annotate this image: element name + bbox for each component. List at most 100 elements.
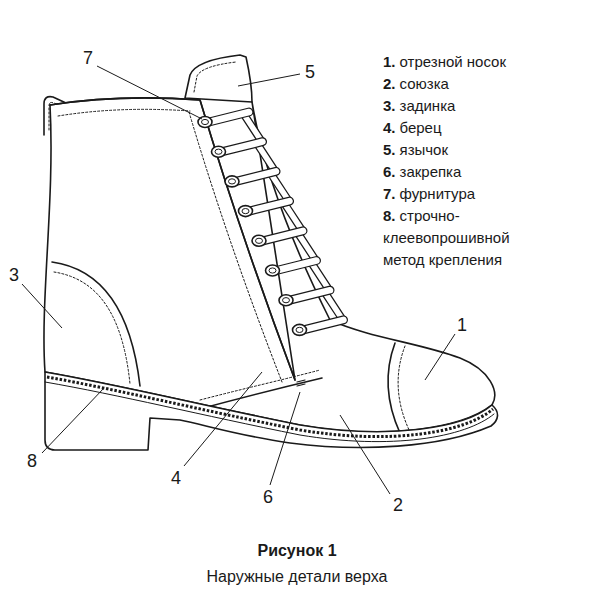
eyelet <box>252 235 266 246</box>
lace-cross <box>313 265 329 289</box>
parts-list-row: 8.строчно-клеевопрошивной метод креплени… <box>383 205 555 271</box>
lace-cross <box>272 175 288 199</box>
quarter-edge <box>50 98 295 380</box>
lace <box>250 201 290 211</box>
lace-cross <box>245 116 261 140</box>
part-name: союзка <box>400 75 449 92</box>
lace-cross <box>286 205 302 229</box>
callout-number: 1 <box>457 316 467 334</box>
lace <box>209 112 249 122</box>
parts-list-row: 6.закрепка <box>383 161 461 183</box>
figure-title: Рисунок 1 <box>0 542 594 560</box>
eyelet-hole <box>256 238 263 243</box>
part-name: отрезной носок <box>400 53 507 70</box>
callout-number: 5 <box>305 63 315 81</box>
toe-cap-seam <box>388 343 400 433</box>
leader-line <box>238 74 300 86</box>
lace <box>277 261 317 271</box>
leader-line <box>340 415 390 494</box>
parts-list-row: 4.берец <box>383 117 442 139</box>
eyelet-hole <box>202 119 209 124</box>
lace <box>236 171 276 181</box>
lace <box>263 231 303 241</box>
part-name: язычок <box>400 141 449 158</box>
laces <box>198 112 344 335</box>
item-number: 7. <box>383 185 396 202</box>
counter-stitch <box>54 272 130 384</box>
eyelet <box>266 265 280 276</box>
lace-cross <box>299 235 315 259</box>
tongue <box>185 55 252 102</box>
callout-number: 4 <box>171 469 181 487</box>
bar-tack <box>297 380 305 386</box>
lace-cross <box>326 294 342 318</box>
part-name: фурнитура <box>400 185 476 202</box>
eyelet <box>212 146 226 157</box>
lace-cross <box>299 235 315 259</box>
lace-cross <box>313 265 329 289</box>
lace <box>236 171 276 181</box>
leader-line <box>42 388 104 453</box>
lace-cross <box>326 294 342 318</box>
callout-number: 7 <box>83 49 93 67</box>
eyelet-hole <box>242 209 249 214</box>
lace <box>277 261 317 271</box>
leader-lines <box>22 66 455 494</box>
leader-line <box>22 284 62 328</box>
vamp-seam <box>196 378 322 410</box>
toe-cap-stitch <box>398 346 411 434</box>
lace <box>290 290 330 300</box>
item-number: 3. <box>383 97 396 114</box>
collar-stitch <box>58 109 190 116</box>
parts-list-row: 1.отрезной носок <box>383 51 506 73</box>
tongue-stitch <box>194 62 236 92</box>
lace <box>263 231 303 241</box>
lace <box>304 320 344 330</box>
leader-line <box>270 392 300 485</box>
lace-cross <box>272 175 288 199</box>
item-number: 2. <box>383 75 396 92</box>
welt-stitch <box>47 377 493 437</box>
leader-line <box>97 66 202 119</box>
eyelet-hole <box>215 149 222 154</box>
eyelet-hole <box>283 298 290 303</box>
eyelet <box>279 295 293 306</box>
eyelet <box>293 324 307 335</box>
eyelet-hole <box>296 327 303 332</box>
item-number: 5. <box>383 141 396 158</box>
item-number: 4. <box>383 119 396 136</box>
lace <box>290 290 330 300</box>
lace <box>250 201 290 211</box>
eyelet <box>225 176 239 187</box>
part-name: задинка <box>400 97 456 114</box>
eyelet <box>239 206 253 217</box>
lace-cross <box>259 146 275 170</box>
parts-list-row: 5.язычок <box>383 139 448 161</box>
callout-number: 6 <box>263 488 273 506</box>
item-number: 6. <box>383 163 396 180</box>
callout-number: 2 <box>393 496 403 514</box>
eyelet-hole <box>229 179 236 184</box>
lace <box>223 142 263 152</box>
counter-seam <box>52 262 140 386</box>
sole <box>45 372 498 450</box>
item-number: 8. <box>383 207 396 224</box>
part-name: берец <box>400 119 442 136</box>
callout-number: 3 <box>9 266 19 284</box>
quarter-stitch <box>189 112 282 382</box>
lace <box>209 112 249 122</box>
figure-caption: Наружные детали верха <box>0 568 594 586</box>
parts-list-row: 3.задинка <box>383 95 455 117</box>
lace-cross <box>245 116 261 140</box>
eyelet-hole <box>269 268 276 273</box>
callout-number: 8 <box>27 452 37 470</box>
part-name: строчно-клеевопрошивной метод крепления <box>383 207 510 268</box>
lace <box>304 320 344 330</box>
lace <box>223 142 263 152</box>
part-name: закрепка <box>400 163 462 180</box>
lace-cross <box>259 146 275 170</box>
leader-line <box>425 334 455 380</box>
leader-line <box>184 372 262 466</box>
lace-cross <box>286 205 302 229</box>
